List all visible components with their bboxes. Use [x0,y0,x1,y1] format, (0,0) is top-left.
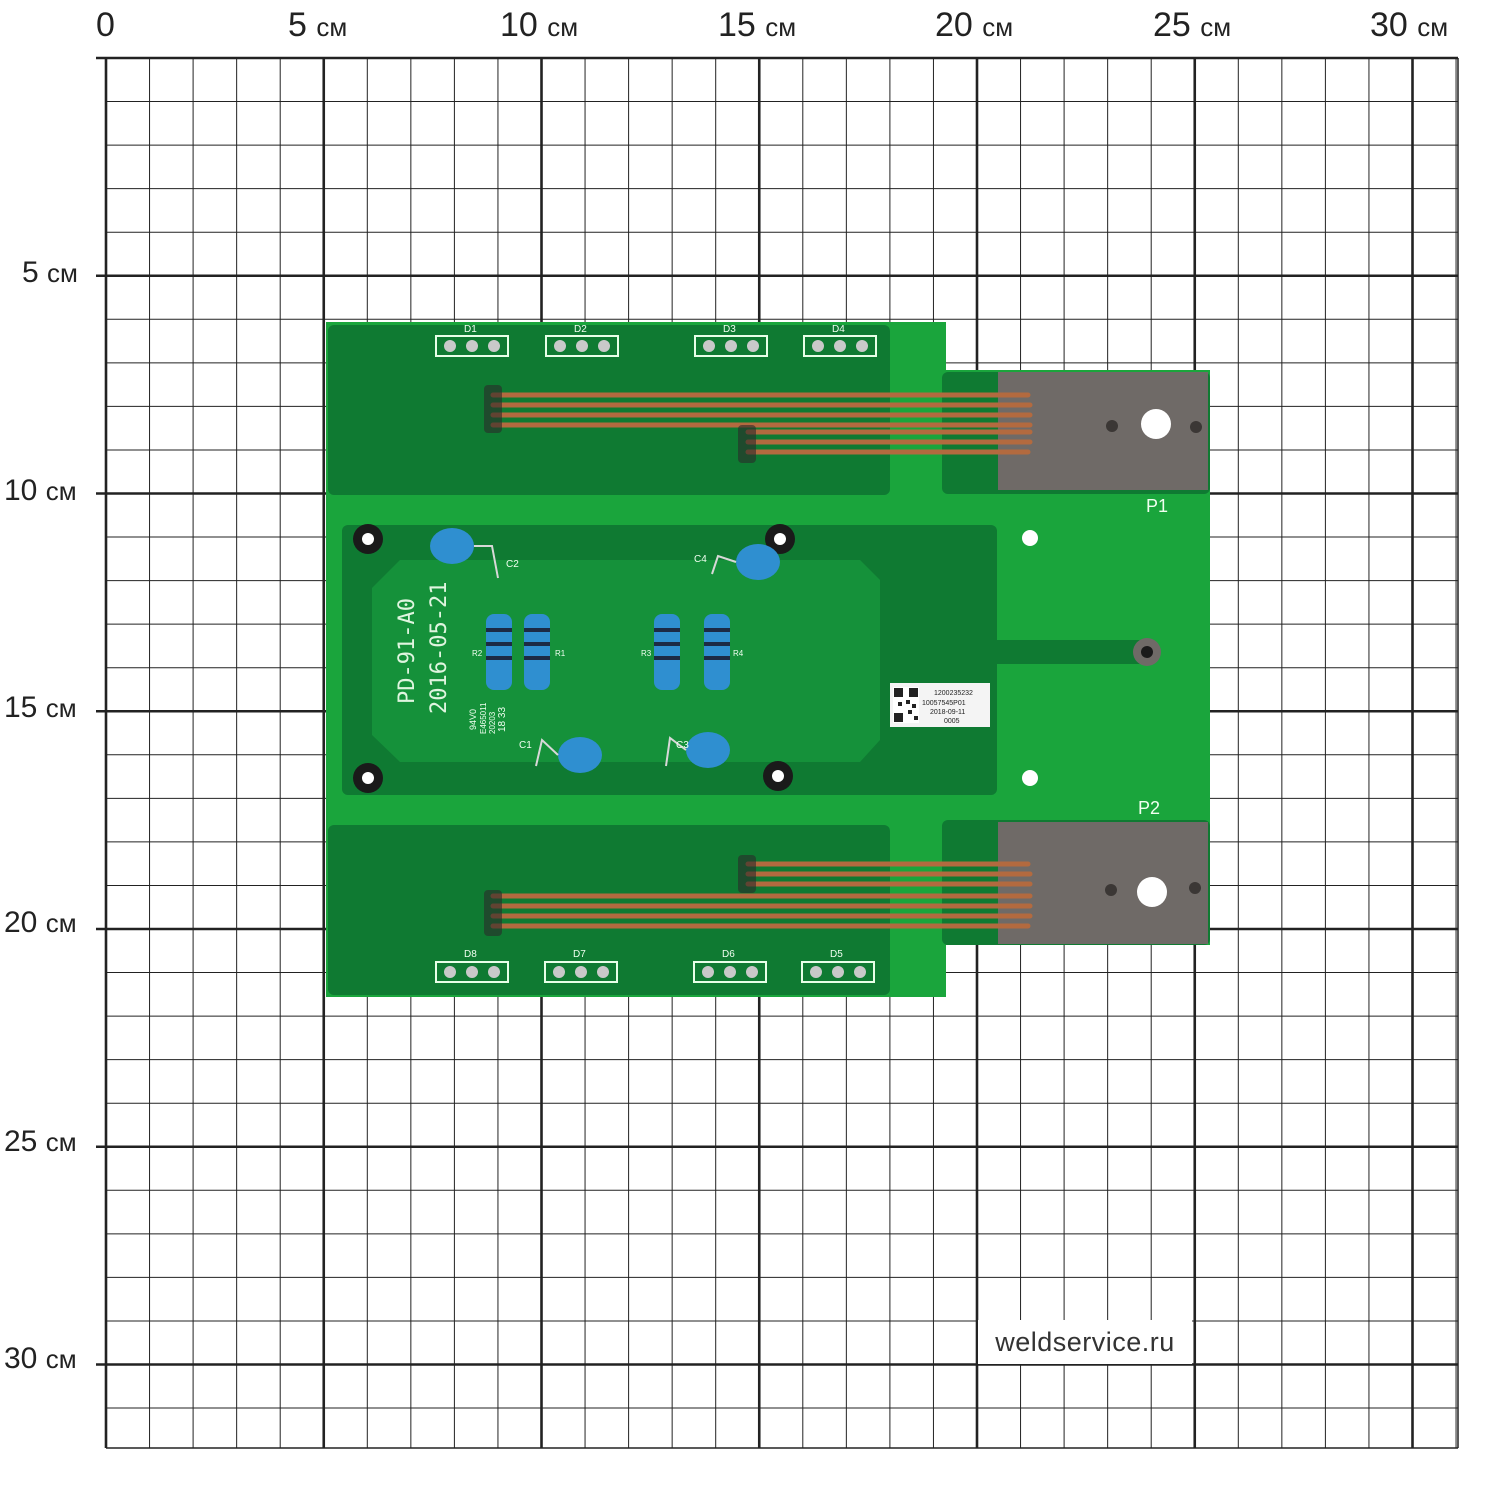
bottom-copper-pour [328,825,890,995]
y-axis-label-5: 5 см [22,256,78,289]
solder-points [444,340,868,978]
label-c4: C4 [694,554,707,565]
diode-pads-bottom [435,961,875,983]
y-axis-label-15: 15 см [4,691,77,724]
screw-p2b [1189,882,1201,894]
label-d3: D3 [723,324,736,335]
wire-anchor [738,425,756,463]
label-d7: D7 [573,949,586,960]
label-d8: D8 [464,949,477,960]
label-d4: D4 [832,324,845,335]
sticker-line-1: 1200235232 [934,690,973,697]
diode-pads-top [435,335,877,357]
sticker-line-2: 10057545P01 [922,700,966,707]
terminal-hole-p1 [1141,409,1171,439]
capacitors [430,528,780,773]
x-axis-label-30: 30 см [1370,6,1449,44]
label-p2: P2 [1138,798,1160,818]
capacitor-leads [474,545,737,767]
y-axis-label-10: 10 см [4,474,77,507]
center-trace [997,640,1147,664]
terminal-hole-p2 [1137,877,1167,907]
x-axis-label-10: 10 см [500,6,579,44]
wire-anchor [738,855,756,893]
silk-cert-code: E465011 [479,702,488,734]
copper-wires-top [490,392,1033,455]
screw-p1 [1106,420,1118,432]
x-axis-label-25: 25 см [1153,6,1232,44]
pcb-board: D1 D2 D3 D4 D8 D7 D6 D5 P1 P2 C2 C4 C1 C… [326,322,1210,997]
qr-code-icon [893,687,919,723]
wire-anchor [484,385,502,433]
silk-cert: 94V0 [468,709,478,730]
terminal-block-p1 [998,372,1208,490]
mounting-holes [353,524,1161,793]
resistors [486,614,730,690]
x-axis-label-15: 15 см [718,6,797,44]
y-axis-label-20: 20 см [4,906,77,939]
center-inner-pour [372,560,880,762]
sticker-line-3: 2018-09-11 [930,709,965,716]
copper-wires-bottom [490,861,1033,929]
sticker-line-4: 0005 [944,718,960,725]
top-copper-pour [328,325,890,495]
label-c1: C1 [519,740,532,751]
label-d5: D5 [830,949,843,960]
x-axis-label-20: 20 см [935,6,1014,44]
label-d2: D2 [574,324,587,335]
label-r3: R3 [641,649,652,658]
label-d1: D1 [464,324,477,335]
label-r2: R2 [472,649,483,658]
screw-p2 [1105,884,1117,896]
x-axis-label-0: 0 [96,6,115,44]
label-p1: P1 [1146,496,1168,516]
screw-p1b [1190,421,1202,433]
silk-code-1: 20203 [488,711,497,734]
label-r4: R4 [733,649,744,658]
label-c3: C3 [676,740,689,751]
watermark-text: weldservice.ru [978,1320,1192,1364]
resistor-bands [486,628,730,660]
y-axis-label-30: 30 см [4,1342,77,1375]
x-axis-label-5: 5 см [288,6,348,44]
silk-date: 2016-05-21 [427,582,452,714]
terminal-block-p2 [998,822,1208,944]
label-d6: D6 [722,949,735,960]
label-c2: C2 [506,559,519,570]
label-r1: R1 [555,649,566,658]
silk-code-2: 18 33 [497,707,508,732]
silk-model: PD-91-A0 [395,598,420,704]
y-axis-label-25: 25 см [4,1125,77,1158]
wire-anchor [484,890,502,936]
